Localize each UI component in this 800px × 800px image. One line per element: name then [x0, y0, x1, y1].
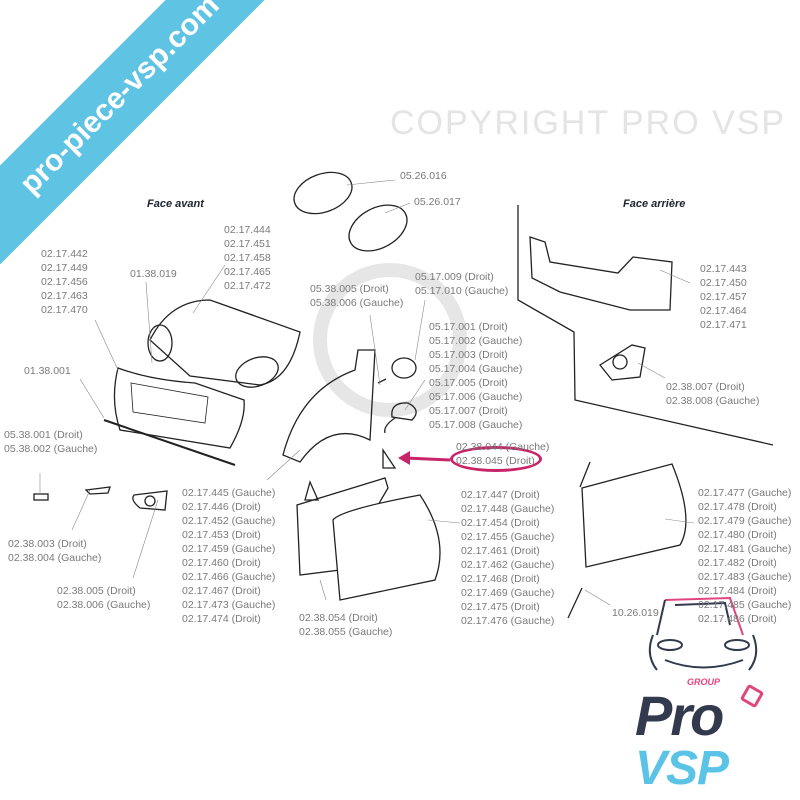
- label-side-repeater: 05.38.005 (Droit)05.38.006 (Gauche): [310, 283, 404, 309]
- label-rear-light-trim: 02.38.007 (Droit)02.38.008 (Gauche): [666, 381, 760, 407]
- label-mirror: 05.17.001 (Droit)05.17.002 (Gauche)05.17…: [429, 321, 523, 431]
- logo-group-text: GROUP: [687, 677, 721, 687]
- label-side-marker: 02.38.003 (Droit)02.38.004 (Gauche): [8, 538, 102, 564]
- front-door: [332, 494, 441, 601]
- leader-lines: [39, 179, 695, 606]
- section-divider: [517, 205, 774, 446]
- rear-light-trim: [599, 344, 646, 381]
- rear-light-trim-hole: [612, 354, 628, 370]
- label-headlight-2: 05.26.017: [414, 196, 461, 208]
- label-quarter-glass: 02.38.044 (Gauche)02.38.045 (Droit): [456, 441, 550, 467]
- label-fog-trim: 02.38.005 (Droit)02.38.006 (Gauche): [57, 585, 151, 611]
- mirror: [384, 402, 417, 434]
- headlight-2: [348, 204, 408, 252]
- fog-trim-hole: [144, 495, 156, 507]
- logo-pro-text: Pro: [635, 684, 724, 747]
- fender: [282, 349, 376, 463]
- rear-bumper: [529, 236, 673, 311]
- label-sill: 10.26.019: [612, 607, 659, 619]
- front-bumper: [113, 367, 245, 449]
- highlight-ellipse: [450, 446, 542, 472]
- label-mirror-glass: 05.17.009 (Droit)05.17.010 (Gauche): [415, 271, 509, 297]
- lower-lip: [103, 419, 236, 466]
- hex-nut-icon: [739, 683, 765, 709]
- side-marker: [33, 493, 49, 501]
- label-fender: 02.17.445 (Gauche)02.17.446 (Droit)02.17…: [182, 487, 276, 625]
- logo-vsp-text: VSP: [635, 742, 729, 795]
- sill: [567, 587, 583, 619]
- label-rear-door: 02.17.477 (Gauche)02.17.478 (Droit)02.17…: [698, 487, 792, 625]
- grille: [130, 382, 209, 424]
- mirror-glass: [391, 357, 417, 379]
- car-logo-icon: [648, 596, 758, 671]
- fog-trim: [132, 490, 168, 511]
- arrow-head-icon: [398, 451, 410, 465]
- label-grille: 01.38.001: [24, 365, 71, 377]
- section-title-front: Face avant: [147, 198, 204, 210]
- label-front-door: 02.17.447 (Droit)02.17.448 (Gauche)02.17…: [461, 489, 555, 627]
- label-door-panel: 02.38.054 (Droit)02.38.055 (Gauche): [299, 612, 393, 638]
- rear-door: [579, 461, 687, 568]
- label-headlight-1: 05.26.016: [400, 170, 447, 182]
- section-title-rear: Face arrière: [623, 198, 686, 210]
- provsp-logo: GROUP Pro VSP: [615, 595, 775, 795]
- label-emblem: 01.38.019: [130, 268, 177, 280]
- label-lower-lip: 05.38.001 (Droit)05.38.002 (Gauche): [4, 429, 98, 455]
- hood-headlight-left: [147, 324, 173, 362]
- quarter-glass-2: [304, 480, 320, 501]
- copyright-watermark-icon: [313, 263, 467, 417]
- faint-watermark: COPYRIGHT PRO VSP: [390, 104, 787, 142]
- quarter-glass: [382, 447, 397, 469]
- headlight-1: [293, 171, 353, 215]
- hood-headlight-right: [235, 356, 279, 388]
- highlight-arrow: [404, 456, 451, 462]
